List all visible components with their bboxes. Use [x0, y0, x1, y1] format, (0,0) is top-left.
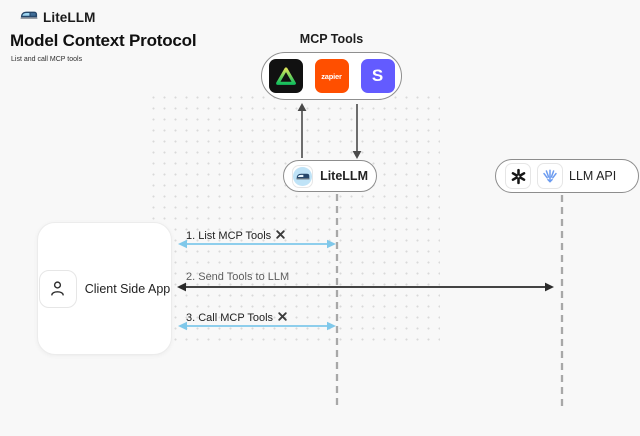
tools-icon: [277, 311, 288, 325]
litellm-node-label: LiteLLM: [320, 169, 368, 183]
step1-label-row: 1. List MCP Tools: [186, 229, 286, 243]
brand: LiteLLM: [20, 8, 95, 26]
stripe-icon: S: [360, 59, 395, 93]
mcp-tools-node: zapier S: [261, 52, 402, 100]
step1-label: 1. List MCP Tools: [186, 230, 272, 242]
llm-api-node: LLM API: [495, 159, 639, 193]
zapier-icon: zapier: [314, 59, 349, 93]
step3-label: 3. Call MCP Tools: [186, 312, 274, 324]
tools-icon: [275, 229, 286, 243]
litellm-logo-icon: [292, 164, 314, 188]
openai-icon: [505, 163, 531, 189]
llm-api-node-label: LLM API: [569, 169, 617, 183]
dot-grid-background: [148, 92, 440, 346]
person-icon: [38, 269, 77, 308]
litellm-train-icon: [20, 8, 38, 26]
triangle-gradient-icon: [268, 59, 303, 93]
page-title: Model Context Protocol: [10, 31, 197, 50]
litellm-node: LiteLLM: [283, 160, 377, 192]
llm-provider-icon: [537, 163, 563, 189]
page-subtitle: List and call MCP tools: [11, 56, 83, 63]
step3-label-row: 3. Call MCP Tools: [186, 311, 288, 325]
client-side-app-node: Client Side App: [37, 222, 172, 355]
step2-label-row: 2. Send Tools to LLM: [186, 271, 289, 283]
brand-name: LiteLLM: [43, 9, 96, 25]
client-side-app-label: Client Side App: [84, 281, 171, 296]
mcp-tools-label: MCP Tools: [299, 32, 364, 46]
step2-label: 2. Send Tools to LLM: [186, 271, 290, 283]
